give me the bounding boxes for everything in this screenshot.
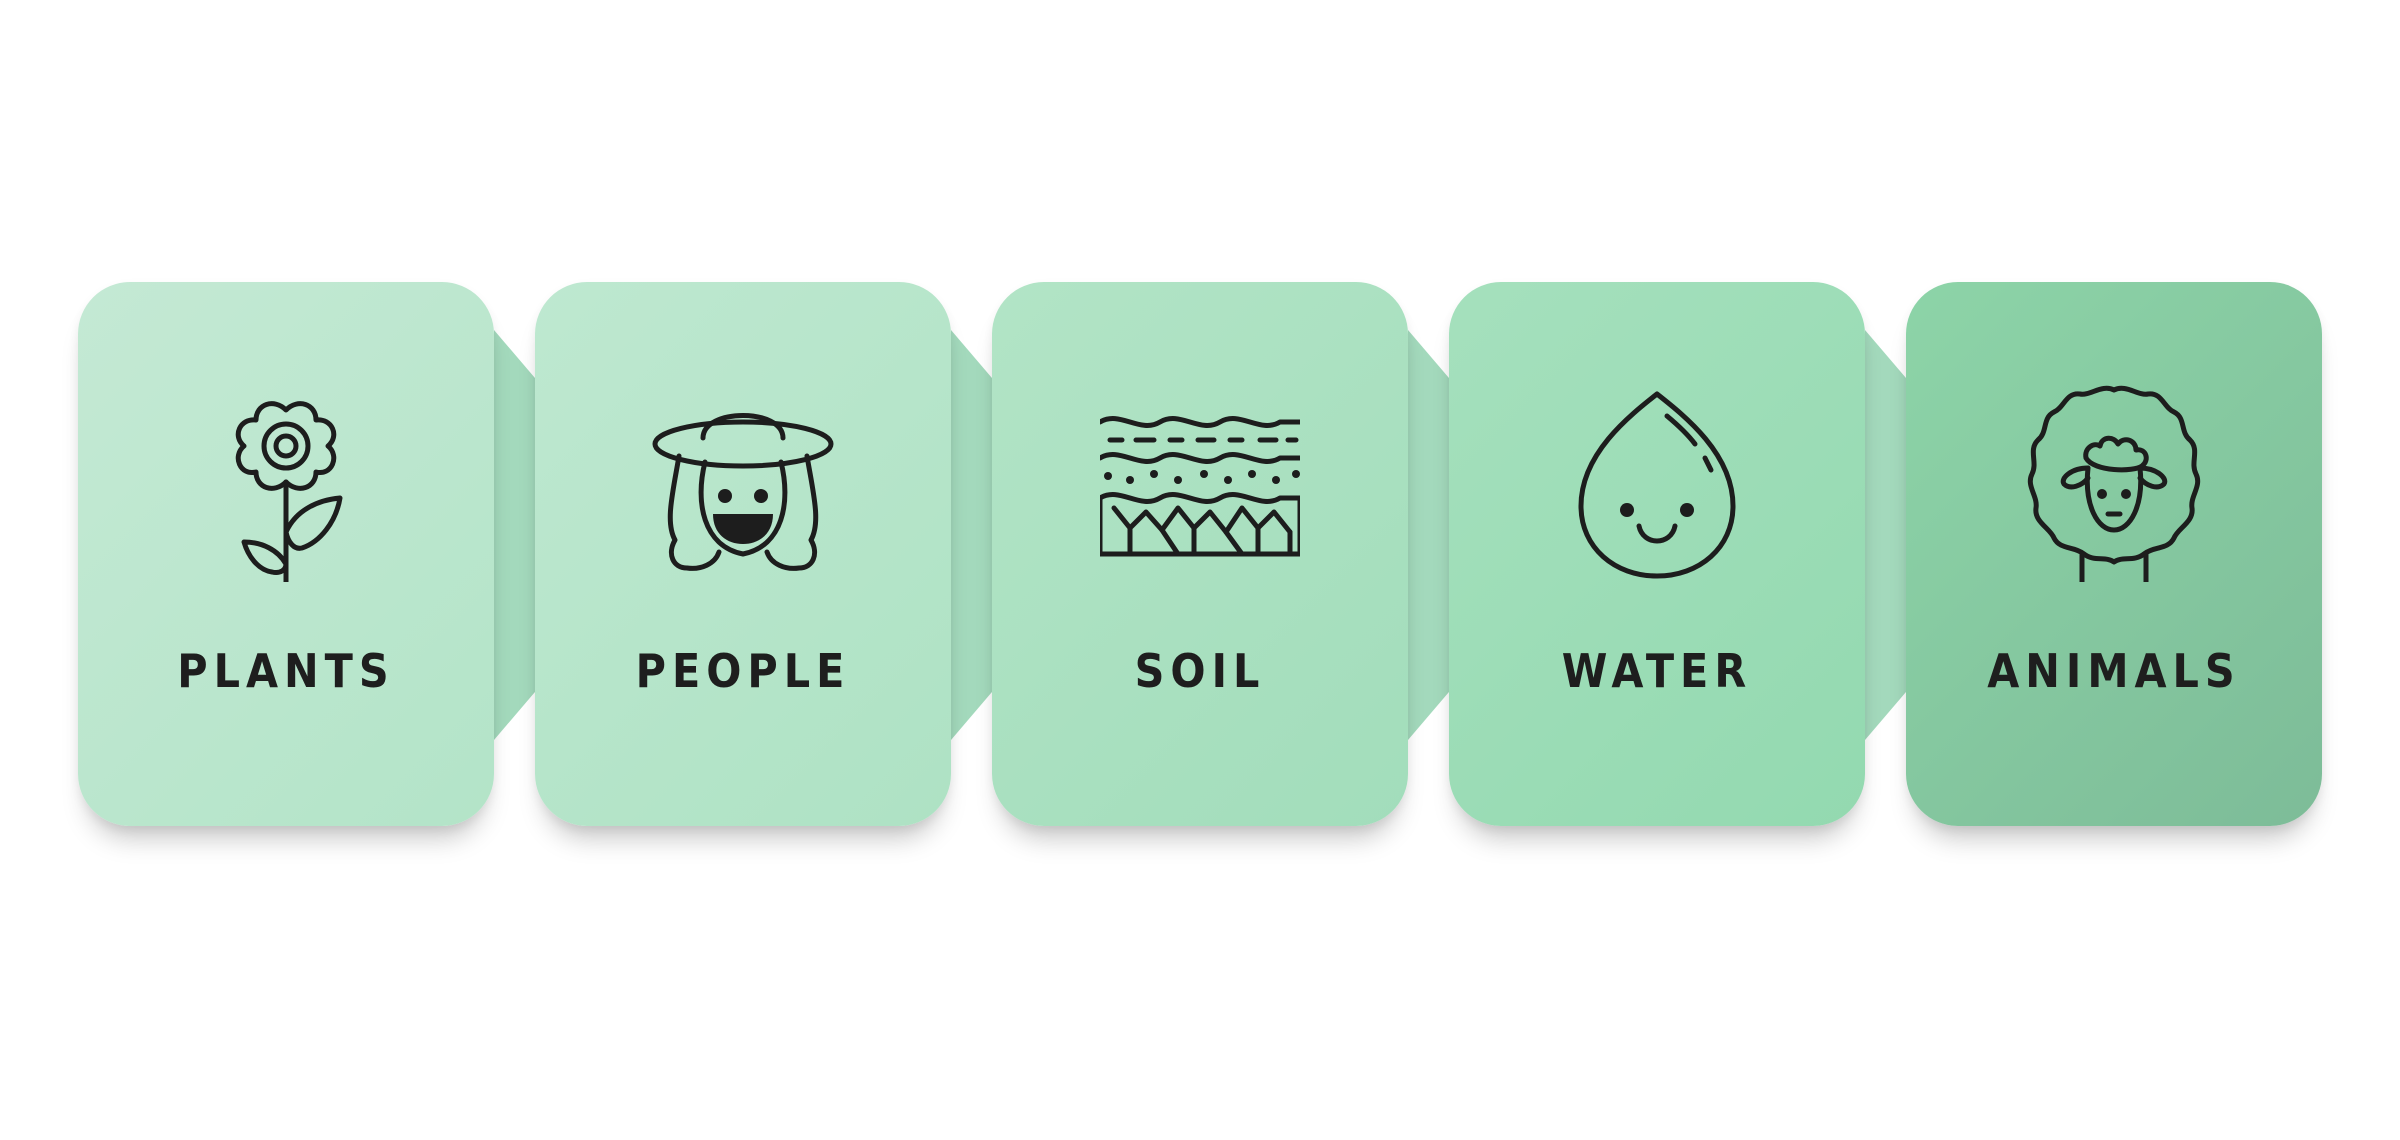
card-water: WATER bbox=[1449, 282, 1865, 826]
label-animals: ANIMALS bbox=[1987, 644, 2241, 698]
soil-layers-icon bbox=[1100, 382, 1300, 582]
farmer-icon bbox=[643, 382, 843, 582]
label-water: WATER bbox=[1561, 644, 1753, 698]
card-soil: SOIL bbox=[992, 282, 1408, 826]
label-soil: SOIL bbox=[1134, 644, 1266, 698]
card-plants: PLANTS bbox=[78, 282, 494, 826]
sheep-icon bbox=[2014, 382, 2214, 582]
flower-icon bbox=[186, 382, 386, 582]
card-animals: ANIMALS bbox=[1906, 282, 2322, 826]
label-people: PEOPLE bbox=[635, 644, 851, 698]
card-people: PEOPLE bbox=[535, 282, 951, 826]
water-drop-icon bbox=[1557, 382, 1757, 582]
label-plants: PLANTS bbox=[177, 644, 395, 698]
